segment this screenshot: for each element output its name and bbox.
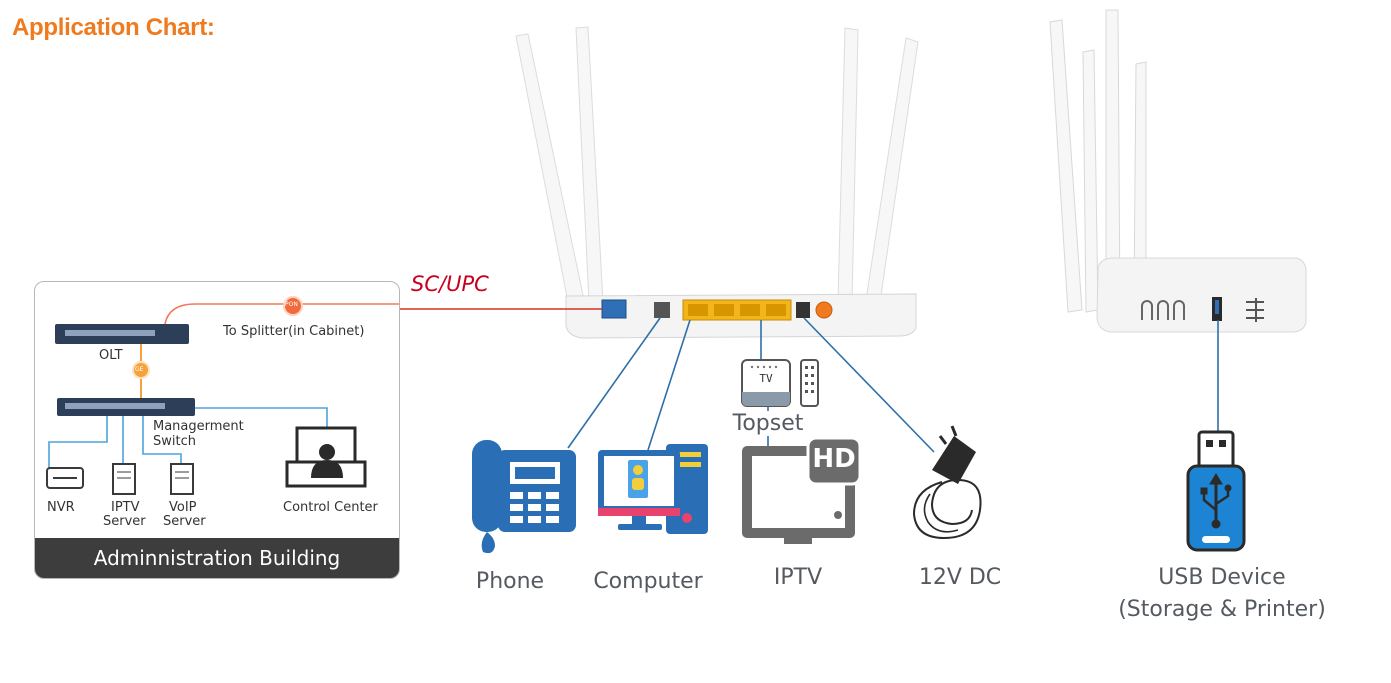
dc-port — [796, 302, 810, 318]
switch-label-line1: Managerment — [153, 419, 244, 434]
power-label: 12V DC — [918, 565, 1002, 590]
hd-badge: HD — [812, 444, 856, 474]
remote-icon — [800, 359, 819, 407]
splitter-label: To Splitter(in Cabinet) — [223, 324, 365, 339]
administration-building-panel: To Splitter(in Cabinet) OLT Managerment … — [34, 281, 400, 579]
router-rear-antennas — [515, 26, 919, 304]
olt-label: OLT — [99, 348, 123, 363]
voip-server-label-line1: VoIP — [169, 500, 197, 515]
iptv-server-label-line1: IPTV — [111, 500, 140, 515]
usb-device-label-line1: USB Device — [1158, 565, 1286, 590]
tv-badge: TV — [759, 372, 773, 385]
voip-server-label-line2: Server — [163, 514, 206, 529]
nvr-label: NVR — [47, 500, 75, 515]
router-rear — [565, 293, 917, 339]
topset-icon — [741, 359, 791, 407]
administration-building-footer: Adminnistration Building — [35, 538, 399, 578]
pon-badge: PON — [285, 301, 298, 308]
topset-label: Topset — [728, 411, 808, 436]
page-title: Application Chart: — [12, 14, 215, 41]
sc-upc-label: SC/UPC — [411, 272, 489, 296]
power-button — [815, 301, 833, 319]
admin-network-graphic — [46, 296, 399, 495]
lan-ports — [682, 299, 792, 321]
computer-label: Computer — [593, 569, 703, 594]
control-center-label: Control Center — [283, 500, 378, 515]
phone-line — [567, 317, 661, 449]
computer-line — [647, 319, 691, 451]
power-adapter-icon — [912, 425, 982, 540]
connection-lines — [398, 308, 1219, 453]
phone-icon — [472, 440, 576, 554]
hd-tv-icon — [742, 436, 862, 544]
phone-port — [654, 302, 670, 318]
switch-label-line2: Switch — [153, 434, 196, 449]
computer-icon — [598, 444, 708, 534]
iptv-server-label-line2: Server — [103, 514, 146, 529]
pon-port — [601, 299, 627, 319]
router-side — [1049, 9, 1307, 333]
usb-stick-icon — [1186, 430, 1246, 552]
usb-device-label-line2: (Storage & Printer) — [1118, 597, 1326, 622]
iptv-label: IPTV — [773, 565, 823, 590]
power-line — [803, 317, 935, 453]
ge-badge: GE — [135, 366, 144, 373]
phone-label: Phone — [475, 569, 545, 594]
